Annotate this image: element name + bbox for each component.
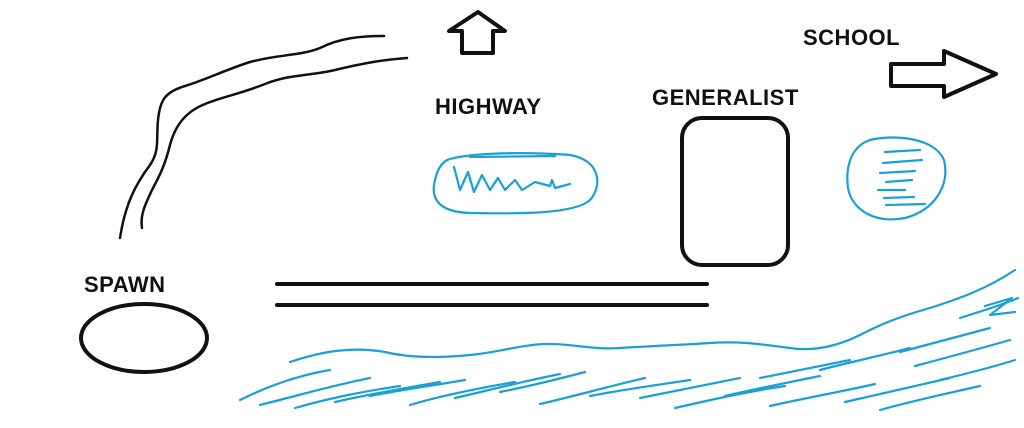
generalist-building xyxy=(680,116,790,267)
spawn-area xyxy=(79,302,209,374)
spawn-label: SPAWN xyxy=(84,272,166,297)
road-lines xyxy=(275,282,709,307)
arrow-up-icon xyxy=(447,10,507,55)
water-area xyxy=(238,268,1020,412)
highway-label: HIGHWAY xyxy=(435,94,542,119)
winding-path xyxy=(118,34,409,240)
generalist-label: GENERALIST xyxy=(652,85,799,110)
arrow-right-icon xyxy=(889,49,998,99)
school-label: SCHOOL xyxy=(803,25,901,50)
school-marker xyxy=(846,136,947,221)
highway-marker xyxy=(432,152,599,215)
